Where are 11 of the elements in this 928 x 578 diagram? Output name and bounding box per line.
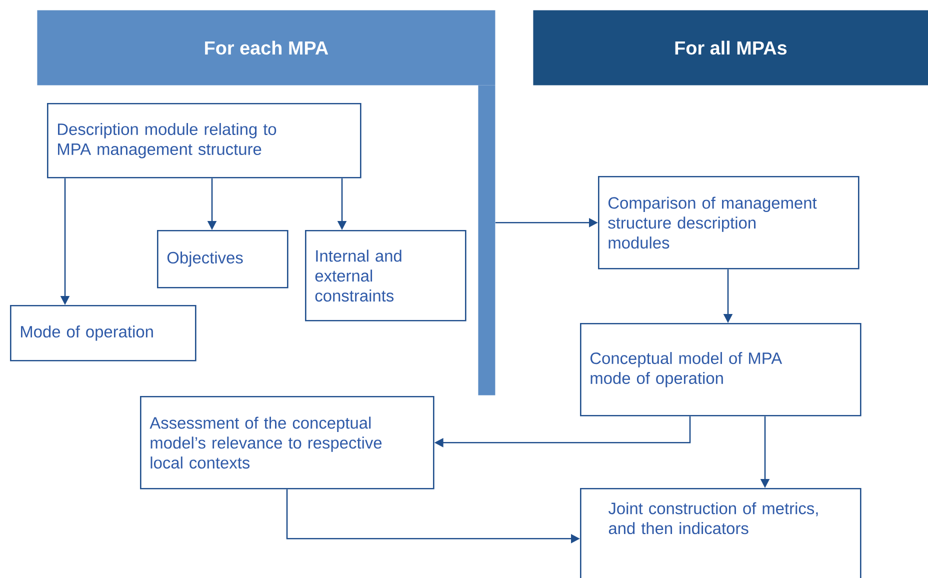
text-box: Objectives [157,230,288,288]
text-box: Internal and external constraints [305,230,466,322]
text-box: Comparison of management structure description modules [598,176,860,270]
text-box: Mode of operation [10,305,196,362]
text-box: Joint construction of metrics, and then indicators [580,488,862,578]
header-band: For each MPA [37,10,496,86]
vertical-bar [478,85,496,396]
text-box: Assessment of the conceptual model’s relevance to respective local contexts [140,396,434,490]
text-box: Description module relating to MPA management structure [47,103,362,178]
text-box: Conceptual model of MPA mode of operation [580,323,862,416]
header-band: For all MPAs [533,10,928,86]
